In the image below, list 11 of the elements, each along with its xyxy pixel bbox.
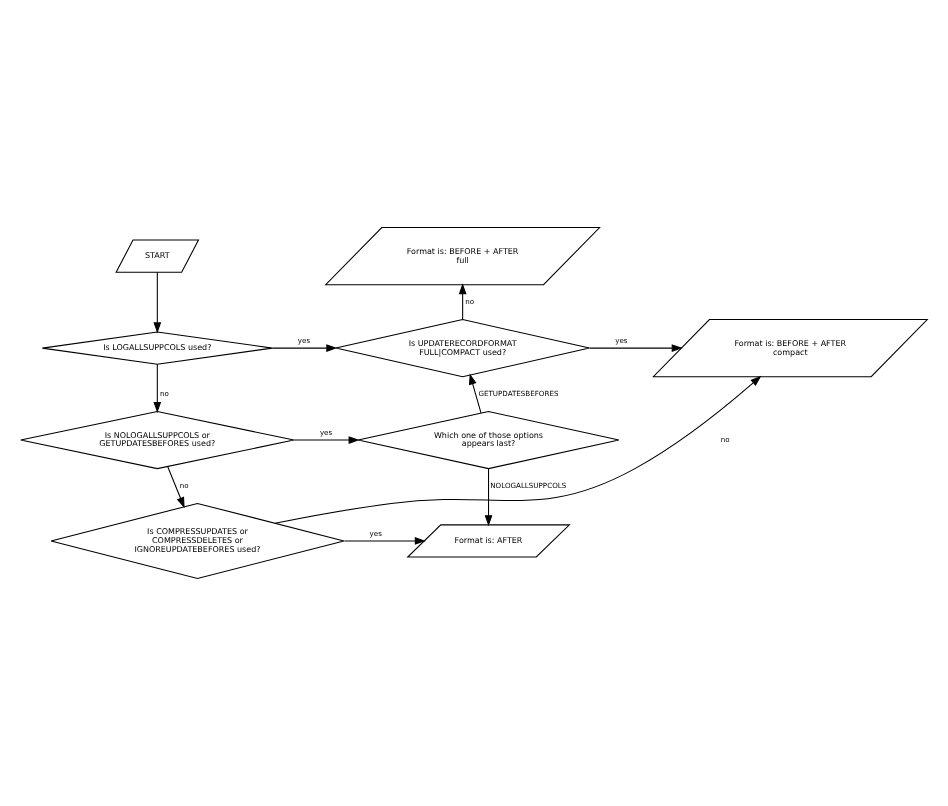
arrow [589, 344, 683, 352]
arrow [167, 465, 185, 509]
arrow [469, 373, 482, 414]
arrow [271, 344, 338, 352]
arrow [343, 537, 426, 545]
arrow [153, 271, 162, 334]
arrow [153, 363, 162, 413]
arrow [274, 375, 762, 524]
arrow [293, 436, 360, 444]
arrow [458, 283, 467, 320]
arrow [484, 468, 493, 527]
